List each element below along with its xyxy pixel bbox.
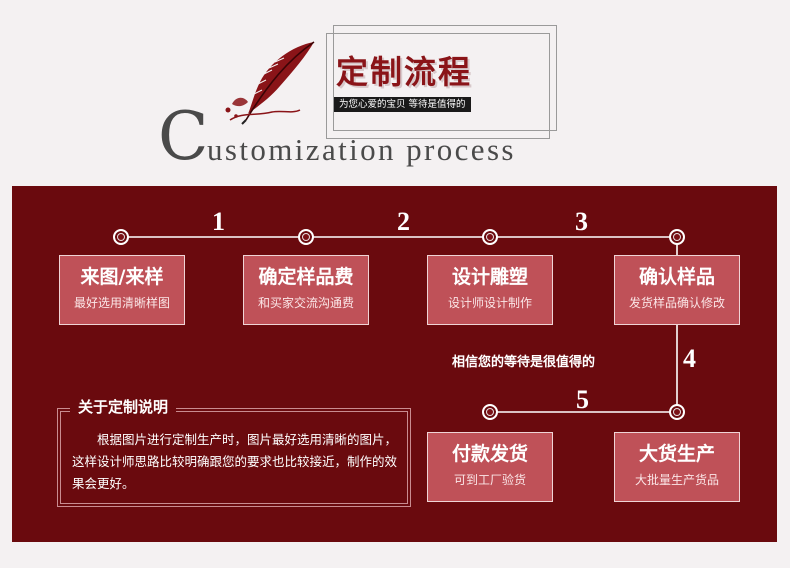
description-text: 根据图片进行定制生产时，图片最好选用清晰的图片，这样设计师思路比较明确跟您的要求… bbox=[72, 432, 398, 491]
flow-node-4 bbox=[669, 229, 685, 245]
step-subtitle: 大批量生产货品 bbox=[634, 473, 719, 487]
quill-pen-icon bbox=[225, 41, 315, 125]
step-title: 付款发货 bbox=[451, 443, 528, 465]
step-title: 确认样品 bbox=[638, 266, 715, 288]
step-subtitle: 最好选用清晰样图 bbox=[73, 296, 170, 310]
step-number-1: 1 bbox=[212, 207, 225, 236]
step-box-sample-fee: 确定样品费 和买家交流沟通费 bbox=[243, 255, 369, 325]
description-title: 关于定制说明 bbox=[70, 396, 177, 418]
header: 定制流程 为您心爱的宝贝 等待是值得的 C ustomization proce… bbox=[0, 0, 790, 185]
step-number-4: 4 bbox=[683, 344, 696, 373]
step-box-confirm-sample: 确认样品 发货样品确认修改 bbox=[614, 255, 740, 325]
flow-node-5 bbox=[669, 404, 685, 420]
flow-node-1 bbox=[113, 229, 129, 245]
flow-node-6 bbox=[482, 404, 498, 420]
step-subtitle: 可到工厂验货 bbox=[453, 473, 526, 487]
step-number-5: 5 bbox=[576, 385, 589, 414]
title-frame-outer bbox=[333, 25, 557, 131]
step-box-send-image: 来图/来样 最好选用清晰样图 bbox=[59, 255, 185, 325]
step-box-design-sculpt: 设计雕塑 设计师设计制作 bbox=[427, 255, 553, 325]
step-title: 大货生产 bbox=[638, 443, 715, 465]
description-frame-inner bbox=[60, 411, 408, 504]
flow-node-2 bbox=[298, 229, 314, 245]
description-frame-outer bbox=[57, 408, 411, 507]
page-title-cn: 定制流程 bbox=[336, 53, 473, 91]
step-title: 来图/来样 bbox=[80, 266, 164, 288]
title-frame-inner bbox=[326, 33, 550, 139]
page-title-en: ustomization process bbox=[207, 132, 516, 167]
subtitle-cn: 为您心爱的宝贝 等待是值得的 bbox=[334, 97, 471, 112]
step-box-mass-production: 大货生产 大批量生产货品 bbox=[614, 432, 740, 502]
step-subtitle: 发货样品确认修改 bbox=[628, 296, 725, 310]
step-title: 设计雕塑 bbox=[451, 266, 528, 288]
description-body: 根据图片进行定制生产时，图片最好选用清晰的图片，这样设计师思路比较明确跟您的要求… bbox=[72, 429, 402, 495]
flow-node-3 bbox=[482, 229, 498, 245]
step-box-pay-ship: 付款发货 可到工厂验货 bbox=[427, 432, 553, 502]
title-en-initial: C bbox=[158, 98, 209, 175]
wait-worth-note: 相信您的等待是很值得的 bbox=[452, 355, 596, 370]
step-subtitle: 设计师设计制作 bbox=[447, 296, 532, 310]
step-subtitle: 和买家交流沟通费 bbox=[257, 296, 354, 310]
step-number-3: 3 bbox=[575, 207, 588, 236]
step-number-2: 2 bbox=[397, 207, 410, 236]
step-title: 确定样品费 bbox=[258, 266, 354, 288]
